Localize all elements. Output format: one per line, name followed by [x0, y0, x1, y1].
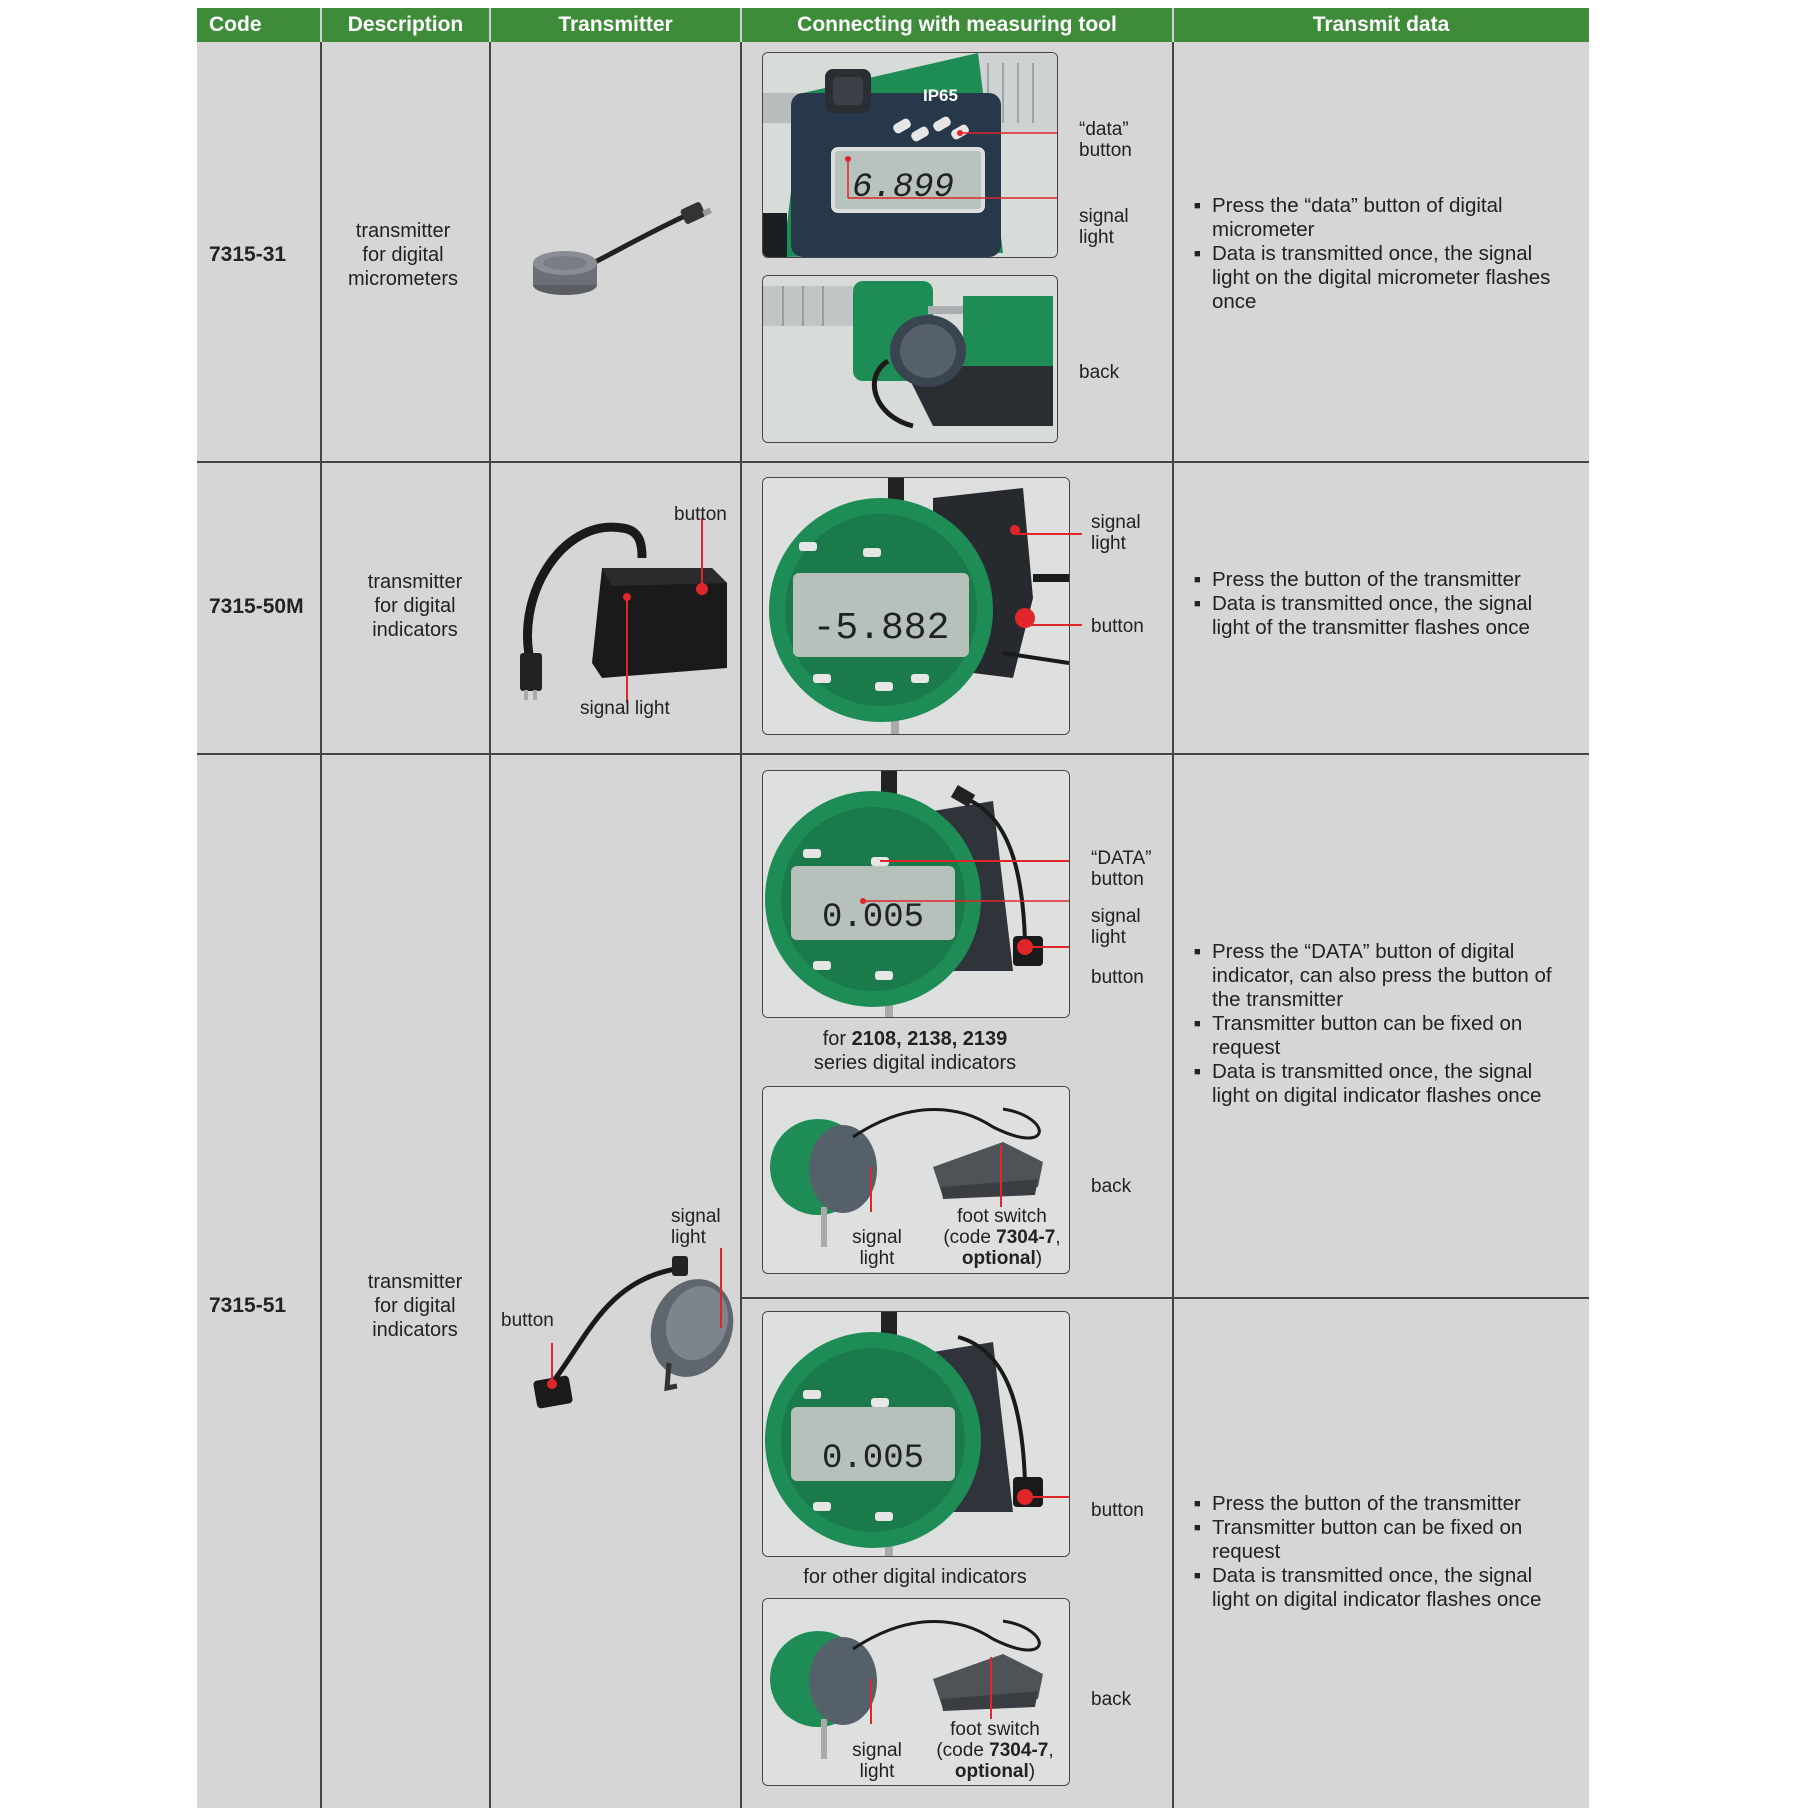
row-code: 7315-51: [209, 1294, 287, 1317]
data-button-label: “data”button: [1079, 119, 1132, 161]
svg-text:0.005: 0.005: [822, 1440, 924, 1478]
indicator-transmitter-image: [520, 518, 727, 703]
back-label: back: [1079, 362, 1120, 383]
button-label: button: [1091, 616, 1144, 637]
data-button-label: “DATA”button: [1091, 848, 1152, 890]
other-indicators-caption: for other digital indicators: [803, 1566, 1027, 1588]
indicator-data-button-image: 0.005: [762, 770, 1070, 1018]
svg-text:-5.882: -5.882: [813, 607, 950, 650]
list-item: Data is transmitted once, the signal lig…: [1194, 1564, 1574, 1612]
list-item: Transmitter button can be fixed on reque…: [1194, 1516, 1574, 1564]
micrometer-back-image: [762, 275, 1058, 443]
back-label: back: [1091, 1689, 1132, 1710]
back-label: back: [1091, 1176, 1132, 1197]
indicator-other-back-image: [762, 1598, 1070, 1786]
svg-text:0.005: 0.005: [822, 899, 924, 937]
list-item: Press the “DATA” button of digital indic…: [1194, 940, 1574, 1012]
indicator-connected-image: -5.882: [762, 477, 1070, 735]
button-label: button: [1091, 1500, 1144, 1521]
transmitter-signal-light-label: signal light: [580, 698, 670, 719]
header-connecting: Connecting with measuring tool: [797, 13, 1117, 36]
indicator-back-foot-switch-image: [762, 1086, 1070, 1274]
list-item: Transmitter button can be fixed on reque…: [1194, 1012, 1574, 1060]
transmitter-button-label: button: [674, 504, 727, 525]
row-code: 7315-50M: [209, 595, 304, 618]
foot-switch-label: foot switch (code 7304-7, optional): [943, 1206, 1061, 1269]
callout-lines: [1014, 533, 1082, 626]
transmit-list: Press the “DATA” button of digital indic…: [1194, 940, 1574, 1108]
indicator-transmitter-51-image: [533, 1248, 734, 1409]
svg-text:IP65: IP65: [923, 86, 958, 105]
micrometer-transmitter-image: [533, 202, 712, 295]
series-caption: for 2108, 2138, 2139 series digital indi…: [813, 1028, 1017, 1074]
row-code: 7315-31: [209, 243, 287, 266]
list-item: Press the button of the transmitter: [1194, 568, 1574, 592]
transmit-list: Press the button of the transmitter Data…: [1194, 568, 1574, 640]
svg-text:6.899: 6.899: [852, 169, 954, 207]
list-item: Press the button of the transmitter: [1194, 1492, 1574, 1516]
header-transmit-data: Transmit data: [1312, 13, 1450, 36]
list-item: Press the “data” button of digital micro…: [1194, 194, 1574, 242]
indicator-other-image: 0.005: [762, 1311, 1070, 1557]
list-item: Data is transmitted once, the signal lig…: [1194, 592, 1574, 640]
micrometer-front-image: IP65 6.899: [762, 52, 1058, 258]
list-item: Data is transmitted once, the signal lig…: [1194, 1060, 1574, 1108]
header-transmitter: Transmitter: [558, 13, 673, 36]
header-code: Code: [209, 13, 262, 36]
foot-switch-label: foot switch (code 7304-7, optional): [936, 1719, 1054, 1782]
spec-table: Code Description Transmitter Connecting …: [197, 8, 1589, 1808]
transmitter-button-label: button: [501, 1310, 554, 1331]
transmit-list: Press the button of the transmitter Tran…: [1194, 1492, 1574, 1612]
list-item: Data is transmitted once, the signal lig…: [1194, 242, 1574, 314]
header-description: Description: [347, 13, 464, 36]
button-label: button: [1091, 967, 1144, 988]
transmit-list: Press the “data” button of digital micro…: [1194, 194, 1574, 314]
